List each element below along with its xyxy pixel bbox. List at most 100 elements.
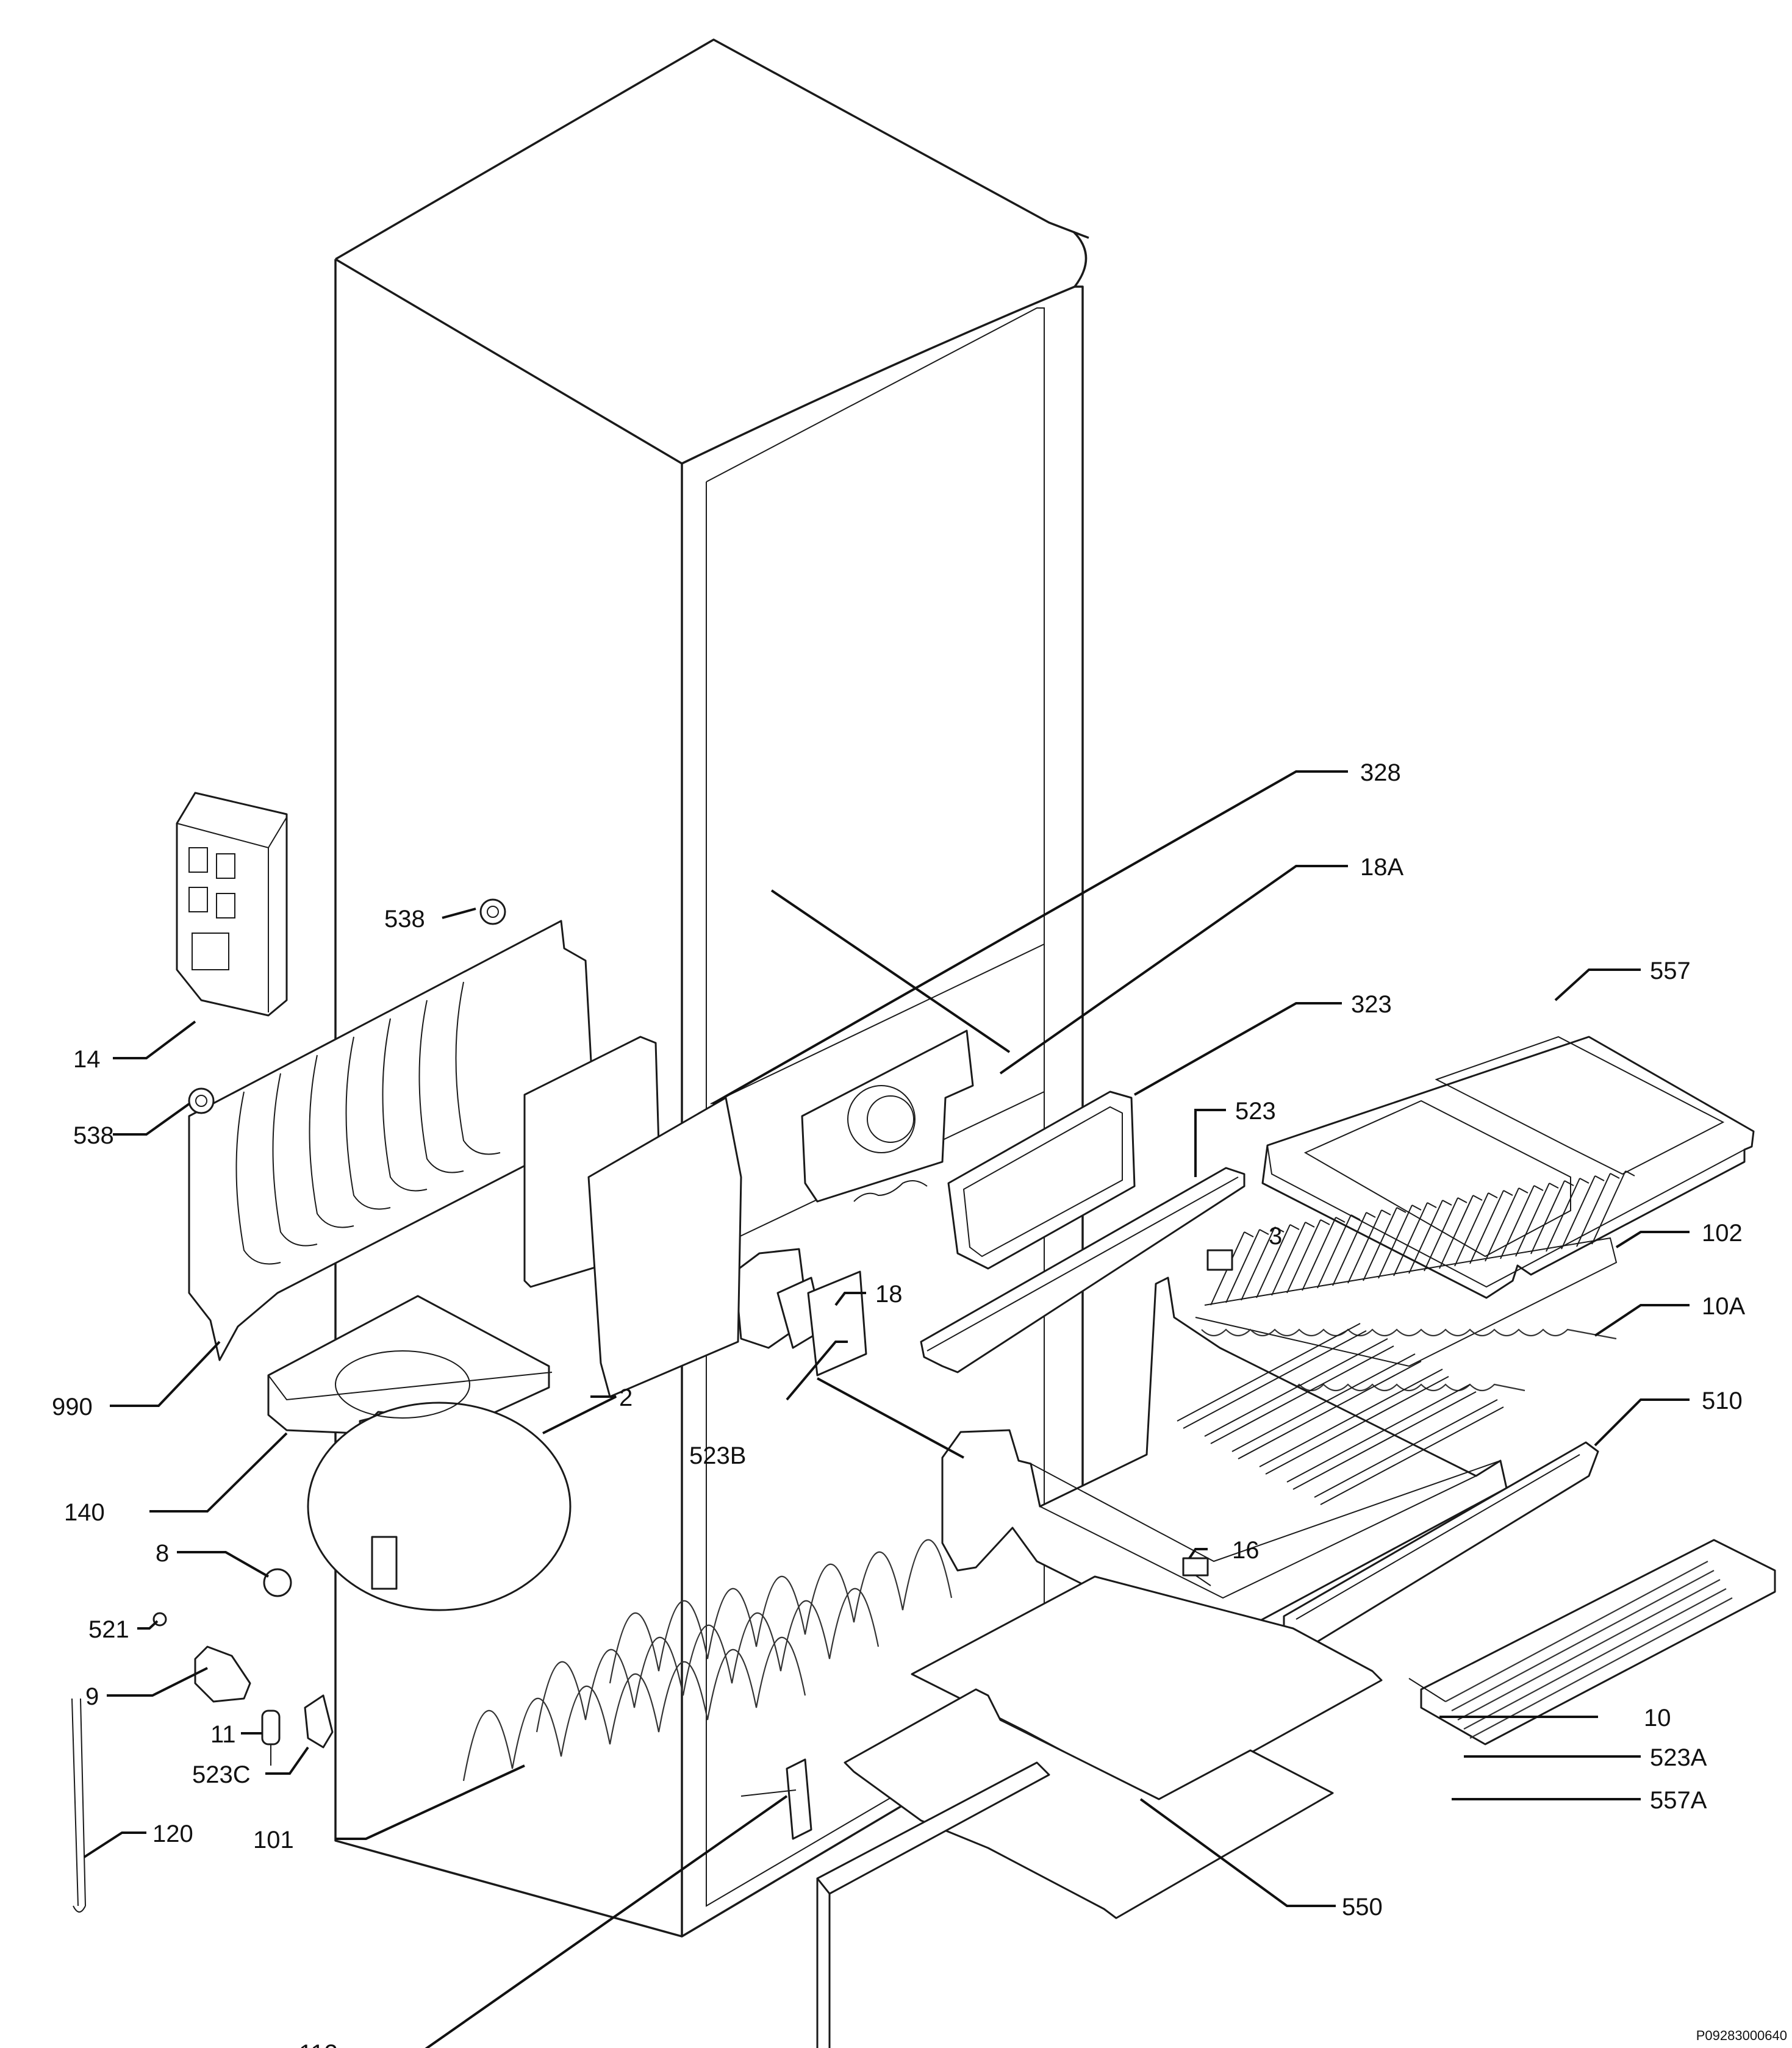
part-10-heater-plate — [1408, 1539, 1776, 1745]
diagram-stroke — [1564, 1180, 1574, 1186]
diagram-stroke — [1210, 1345, 1394, 1444]
diagram-stroke — [1256, 1224, 1291, 1298]
part-102-fin-evaporator — [1195, 1170, 1635, 1367]
diagram-stroke — [1259, 1229, 1269, 1235]
diagram-stroke — [1518, 1187, 1529, 1194]
diagram-stroke — [1472, 1195, 1483, 1201]
callout-523b: 523B — [689, 1442, 746, 1469]
diagram-stroke — [1350, 1214, 1361, 1220]
callout-523: 523 — [1235, 1098, 1276, 1125]
cabinet-outline — [334, 38, 1089, 1938]
diagram-stroke — [1305, 1222, 1315, 1228]
diagram-stroke — [1320, 1406, 1504, 1505]
diagram-stroke — [1594, 1175, 1605, 1181]
diagram-stroke — [1292, 1391, 1477, 1490]
diagram-stroke — [1427, 1202, 1437, 1208]
diagram-stroke — [1546, 1178, 1580, 1252]
diagram-stroke — [1393, 1202, 1428, 1276]
diagram-stroke — [1533, 1185, 1544, 1191]
callout-510: 510 — [1702, 1387, 1743, 1414]
diagram-stroke — [1317, 1214, 1352, 1289]
leader-lines — [83, 770, 1690, 2048]
diagram-stroke — [1265, 1376, 1449, 1475]
callout-328: 328 — [1360, 759, 1401, 786]
diagram-stroke — [1396, 1207, 1407, 1213]
callout-9: 9 — [85, 1683, 99, 1710]
diagram-stroke — [1610, 1173, 1620, 1179]
diagram-stroke — [1289, 1224, 1300, 1230]
callout-990: 990 — [52, 1394, 93, 1420]
diagram-stroke — [1259, 1369, 1443, 1467]
diagram-stroke — [1238, 1361, 1422, 1459]
diagram-stroke — [345, 1036, 391, 1210]
diagram-stroke — [1515, 1183, 1550, 1257]
diagram-stroke — [1183, 1330, 1367, 1429]
part-523-channel — [920, 1167, 1245, 1373]
part-2-compressor — [307, 1350, 572, 1611]
callout-120: 120 — [152, 1821, 193, 1847]
callout-538-mid: 538 — [73, 1122, 114, 1149]
callout-557: 557 — [1650, 958, 1691, 984]
part-14-control-box — [176, 792, 288, 1017]
diagram-stroke — [1381, 1209, 1391, 1216]
part-11-capacitor — [261, 1710, 281, 1766]
diagram-stroke — [418, 1000, 464, 1173]
callout-112: 112 — [299, 2040, 338, 2048]
diagram-stroke — [1439, 1195, 1474, 1269]
callout-11: 11 — [210, 1721, 236, 1748]
diagram-stroke — [1366, 1212, 1376, 1218]
diagram-stroke — [1244, 1231, 1254, 1237]
callout-102: 102 — [1702, 1220, 1743, 1247]
diagram-stroke — [1576, 1173, 1611, 1247]
callout-538-top: 538 — [384, 906, 425, 933]
diagram-stroke — [309, 1054, 354, 1228]
diagram-stroke — [1302, 1217, 1336, 1291]
diagram-stroke — [1271, 1222, 1306, 1296]
diagram-stroke — [1378, 1205, 1413, 1279]
callout-557a: 557A — [1650, 1787, 1707, 1814]
diagram-stroke — [1204, 1338, 1388, 1437]
callout-8: 8 — [156, 1540, 169, 1567]
part-557-top-plate — [1261, 1036, 1755, 1299]
callout-3: 3 — [1269, 1223, 1282, 1250]
diagram-stroke — [455, 981, 501, 1155]
callout-labels: 328 18A 557 323 523 3 102 18 10A 510 2 5… — [52, 759, 1745, 2048]
callout-140: 140 — [64, 1499, 105, 1526]
callout-550: 550 — [1342, 1894, 1383, 1921]
callout-18a: 18A — [1360, 854, 1403, 881]
diagram-stroke — [1530, 1180, 1565, 1255]
reference-code: P09283000640 — [1696, 2028, 1787, 2043]
part-tray-assembly — [941, 1276, 1508, 1654]
callout-523a: 523A — [1650, 1744, 1707, 1771]
part-990-back-panel — [188, 920, 742, 1398]
diagram-stroke — [1454, 1192, 1489, 1267]
diagram-stroke — [1591, 1170, 1626, 1245]
part-550-plate — [816, 1688, 1334, 2048]
part-328-fan-housing — [801, 1029, 974, 1203]
diagram-stroke — [1503, 1190, 1513, 1196]
callout-10: 10 — [1644, 1705, 1671, 1731]
diagram-stroke — [1335, 1217, 1346, 1223]
diagram-stroke — [1500, 1185, 1535, 1259]
part-323-seal — [947, 1090, 1136, 1270]
part-523c-bracket — [304, 1694, 334, 1749]
diagram-stroke — [235, 1091, 281, 1265]
diagram-stroke — [1579, 1178, 1590, 1184]
diagram-stroke — [1231, 1353, 1416, 1452]
part-8-relay — [263, 1568, 292, 1597]
callout-521: 521 — [88, 1616, 129, 1643]
part-18-fan-motor — [734, 1248, 867, 1377]
callout-10a: 10A — [1702, 1293, 1745, 1320]
callout-101: 101 — [253, 1827, 294, 1853]
callout-16: 16 — [1232, 1537, 1260, 1564]
diagram-stroke — [1549, 1183, 1559, 1189]
diagram-stroke — [1286, 1219, 1321, 1294]
diagram-stroke — [1625, 1170, 1635, 1176]
diagram-stroke — [1314, 1399, 1498, 1498]
diagram-stroke — [1225, 1229, 1260, 1303]
part-112-drain — [740, 1758, 812, 1840]
diagram-stroke — [1561, 1175, 1596, 1250]
callout-323: 323 — [1351, 991, 1392, 1018]
callout-523c: 523C — [192, 1761, 251, 1788]
